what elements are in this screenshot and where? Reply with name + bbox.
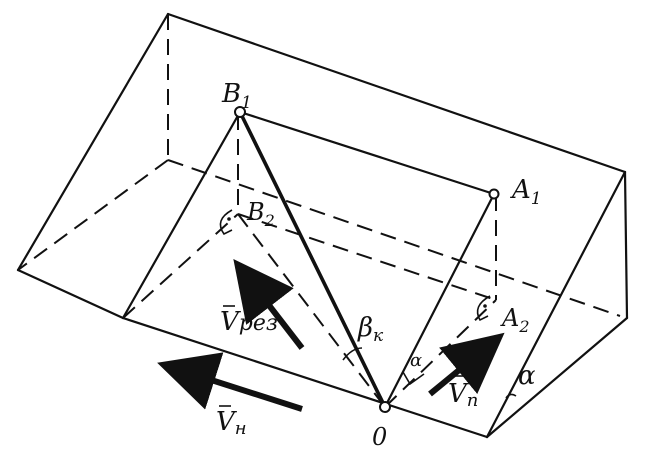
edge-right-vertical [623,170,629,320]
wedge-hidden-edges [17,14,621,408]
hidden-b2-a2 [237,213,497,301]
cutting-triangle [121,110,496,409]
edge-right-base [485,316,629,439]
label-a2: A2 [500,304,530,336]
edge-front-slant [485,170,627,439]
wedge-visible-edges [16,12,629,439]
label-v-n: Vн [216,407,247,439]
label-v-p: Vп [448,379,478,411]
label-a1: A1 [510,175,542,209]
right-angle-dot-a2 [483,304,487,308]
edge-b1-o [238,110,387,409]
label-b2: B2 [246,198,275,230]
label-beta-k: βк [357,313,384,346]
angle-arc-alpha-side [505,393,517,399]
edge-left-bottom-front [16,268,125,320]
label-v-rez: Vрез [220,307,278,337]
right-angle-mark-b2 [219,209,233,236]
hidden-floor-left [122,213,239,319]
edge-front-bottom [121,316,489,439]
hidden-back-left-bottom [17,159,169,271]
angle-arc-beta [342,347,363,361]
edge-top-ridge [166,12,627,174]
edge-a1-o [383,192,496,409]
right-angle-mark-a2 [476,295,491,322]
angle-arc-alpha-small [402,371,425,386]
v-n-arrow [157,352,303,412]
edge-back-left-slant [16,12,170,272]
label-b1: B1 [221,79,252,113]
hidden-back-bottom [167,159,621,317]
right-angle-dot-b2 [227,217,231,221]
v-p-arrow [428,332,505,397]
point-a1 [488,188,500,200]
point-b1 [234,106,246,118]
label-alpha-small: α [410,350,422,371]
edge-b1-a1 [238,110,496,196]
hidden-b2-o [237,213,386,408]
edge-left-to-b1 [121,110,242,320]
v-rez-arrow [233,258,305,350]
label-o: 0 [372,423,387,451]
point-o [379,401,391,413]
label-alpha-side: α [518,361,536,391]
